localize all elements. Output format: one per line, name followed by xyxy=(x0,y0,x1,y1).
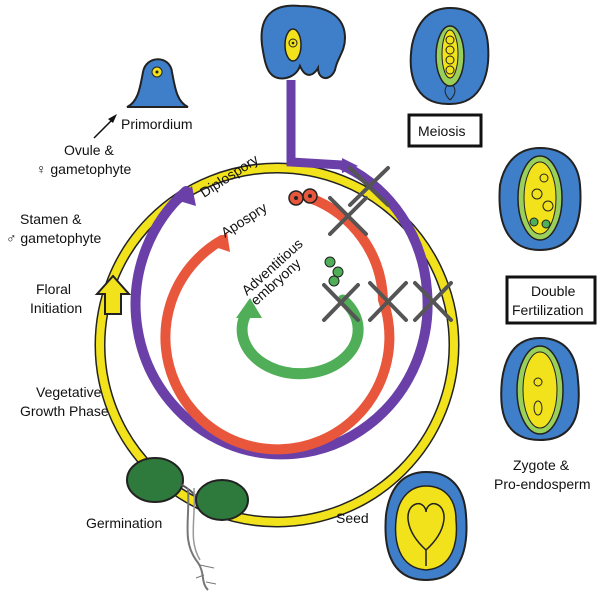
stamen-label-line1: Stamen & xyxy=(20,211,82,227)
meiosis-box xyxy=(407,113,483,148)
ovule-label-line2: ♀ gametophyte xyxy=(36,161,132,177)
meiosis-label: Meiosis xyxy=(418,123,465,139)
primordium-pointer xyxy=(93,117,115,139)
apospory-label: Apospry xyxy=(218,199,270,240)
adventitious-arc xyxy=(236,294,364,380)
apospory-arrowhead xyxy=(212,232,230,252)
double-fertilization-label-line2: Fertilization xyxy=(512,302,584,318)
diplospory-arrowhead xyxy=(176,186,196,206)
floral-initiation-label-line1: Floral xyxy=(36,281,71,297)
adventitious-cells xyxy=(324,256,344,287)
double-fertilization-box xyxy=(505,275,597,325)
seedling-image xyxy=(126,457,249,591)
zygote-ovule-image xyxy=(500,336,580,442)
floral-initiation-arrow xyxy=(94,274,132,315)
primordium-label: Primordium xyxy=(121,116,193,132)
diplospory-connector xyxy=(286,80,343,170)
diplospory-arc xyxy=(130,186,433,460)
meiosis-ovule-image xyxy=(409,6,490,105)
x-marks xyxy=(322,166,453,322)
seed-image xyxy=(384,470,468,582)
double-fertilization-ovule-image xyxy=(498,146,582,252)
diplospory-label: Diplospory xyxy=(197,151,261,200)
vegetative-label-line1: Vegetative xyxy=(36,384,102,400)
nucellus-image xyxy=(260,4,347,80)
germination-label: Germination xyxy=(86,515,162,531)
apospory-arc xyxy=(160,235,395,455)
zygote-label-line2: Pro-endosperm xyxy=(494,476,591,492)
adventitious-arrowhead xyxy=(236,298,262,318)
aposporous-cells xyxy=(288,188,318,206)
ovule-label-line1: Ovule & xyxy=(64,142,114,158)
zygote-label-line1: Zygote & xyxy=(513,457,570,473)
vegetative-label-line2: Growth Phase xyxy=(20,403,109,419)
primordium-image xyxy=(126,58,189,108)
double-fertilization-label-line1: Double xyxy=(531,283,576,299)
seed-label: Seed xyxy=(336,510,369,526)
floral-initiation-label-line2: Initiation xyxy=(30,300,82,316)
stamen-label-line2: ♂ gametophyte xyxy=(6,230,102,246)
